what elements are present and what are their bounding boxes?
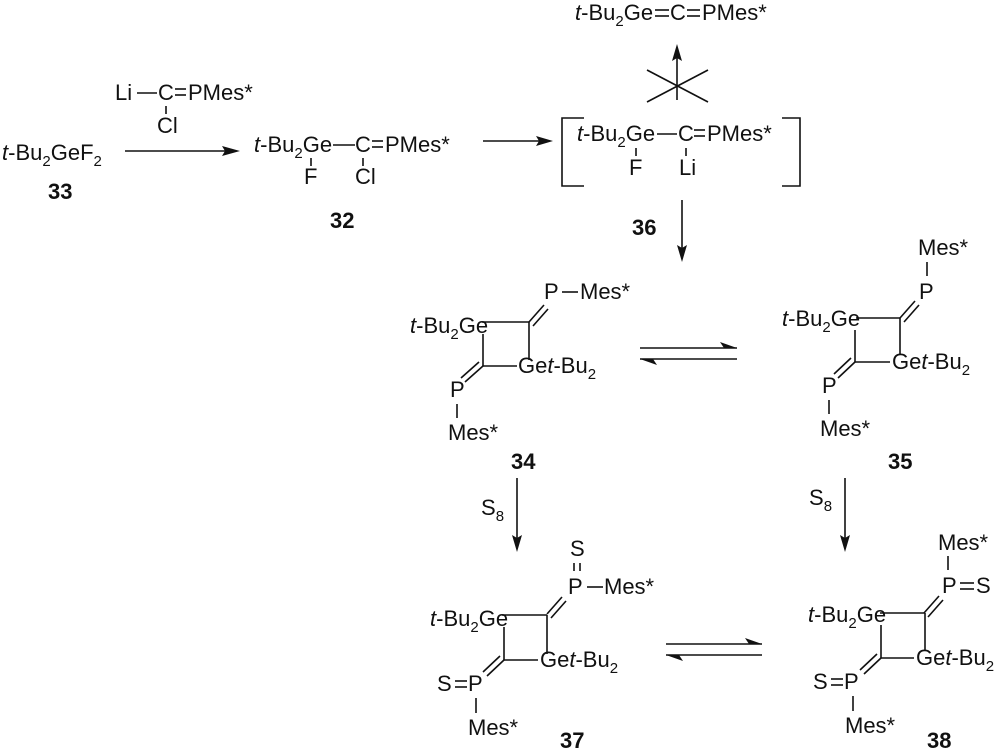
- equilibrium-37-38: [666, 638, 762, 661]
- compound-38-ge-right: Get-Bu2: [916, 645, 994, 675]
- compound-37-label: 37: [560, 728, 584, 753]
- reagent-lithium-phosphaalkene: Li C PMes* Cl: [115, 80, 253, 138]
- compound-34: t-Bu2Ge P Mes* Get-Bu2 P Mes* 34: [410, 279, 631, 474]
- compound-36-li: Li: [679, 155, 696, 180]
- compound-38: Mes* P S t-Bu2Ge Get-Bu2 S P Mes* 38: [808, 530, 994, 753]
- compound-35-mes-bot: Mes*: [820, 416, 871, 441]
- arrow-33-to-32: [125, 146, 240, 156]
- blocked-arrow: [646, 44, 709, 103]
- compound-32-ge-group: t-Bu2Ge: [254, 132, 332, 162]
- compound-32-label: 32: [330, 208, 354, 233]
- compound-33-label: 33: [48, 179, 72, 204]
- compound-38-mes-bot: Mes*: [845, 713, 896, 738]
- equilibrium-34-35: [640, 342, 737, 365]
- compound-36-ge-group: t-Bu2Ge: [577, 121, 655, 151]
- compound-37-ge-left: t-Bu2Ge: [430, 606, 508, 636]
- compound-32-c: C: [355, 132, 371, 157]
- compound-38-mes-top: Mes*: [938, 530, 989, 555]
- compound-36-f: F: [629, 155, 642, 180]
- compound-35-ge-right: Get-Bu2: [892, 349, 970, 379]
- reagent-c: C: [158, 80, 174, 105]
- compound-35: Mes* P t-Bu2Ge Get-Bu2 P Mes* 35: [782, 235, 970, 474]
- compound-37-ge-right: Get-Bu2: [540, 647, 618, 677]
- compound-37-s-bot: S: [437, 671, 452, 696]
- compound-34-mes-top: Mes*: [580, 279, 631, 304]
- compound-35-p-top: P: [919, 279, 934, 304]
- compound-36: t-Bu2Ge C PMes* F Li 36: [561, 117, 801, 240]
- arrow-32-to-36: [483, 136, 553, 146]
- compound-34-ge-left: t-Bu2Ge: [410, 313, 488, 343]
- compound-34-mes-bot: Mes*: [448, 420, 499, 445]
- reagent-li: Li: [115, 80, 132, 105]
- compound-34-label: 34: [511, 449, 536, 474]
- compound-33-formula: t-Bu2GeF2: [2, 140, 102, 170]
- compound-32-f: F: [304, 164, 317, 189]
- compound-35-ge-left: t-Bu2Ge: [782, 306, 860, 336]
- compound-33: t-Bu2GeF2 33: [2, 140, 102, 204]
- compound-38-p-bot: P: [844, 669, 859, 694]
- arrow-36-to-34: [677, 200, 687, 262]
- arrow-35-to-38: S8: [809, 478, 850, 552]
- blocked-product-ge-group: t-Bu2Ge: [575, 0, 653, 30]
- compound-34-p-top: P: [544, 279, 559, 304]
- reagent-cl: Cl: [157, 113, 178, 138]
- compound-38-ge-left: t-Bu2Ge: [808, 602, 886, 632]
- bracket-left: [561, 117, 584, 187]
- blocked-product-germaphosphaallene: t-Bu2Ge C PMes*: [575, 0, 767, 30]
- compound-36-label: 36: [632, 215, 656, 240]
- compound-32-cl: Cl: [355, 164, 376, 189]
- compound-34-ge-right: Get-Bu2: [518, 353, 596, 383]
- compound-38-s-bot: S: [813, 669, 828, 694]
- compound-37-p-bot: P: [468, 671, 483, 696]
- compound-37-p-top: P: [568, 574, 583, 599]
- blocked-product-p: PMes*: [702, 0, 767, 25]
- compound-37-mes-top: Mes*: [604, 574, 655, 599]
- bracket-right: [782, 117, 801, 187]
- compound-35-label: 35: [888, 449, 912, 474]
- compound-35-mes-top: Mes*: [918, 235, 969, 260]
- cross-line-2: [646, 69, 709, 103]
- reagent-s8-left: S8: [481, 495, 504, 525]
- compound-35-p-bot: P: [822, 373, 837, 398]
- compound-37: S P Mes* t-Bu2Ge Get-Bu2 S P Mes* 37: [430, 536, 655, 753]
- compound-37-s-top: S: [570, 536, 585, 561]
- compound-36-p: PMes*: [707, 121, 772, 146]
- reagent-p: PMes*: [188, 80, 253, 105]
- compound-32: t-Bu2Ge C PMes* F Cl 32: [254, 132, 450, 233]
- compound-38-label: 38: [927, 728, 951, 753]
- blocked-product-c: C: [670, 0, 686, 25]
- arrow-34-to-37: S8: [481, 478, 522, 552]
- compound-38-p-top: P: [942, 573, 957, 598]
- compound-36-c: C: [678, 121, 694, 146]
- compound-37-mes-bot: Mes*: [468, 715, 519, 740]
- reagent-s8-right: S8: [809, 485, 832, 515]
- compound-38-s-top: S: [976, 573, 991, 598]
- compound-32-p: PMes*: [385, 132, 450, 157]
- compound-34-p-bot: P: [450, 377, 465, 402]
